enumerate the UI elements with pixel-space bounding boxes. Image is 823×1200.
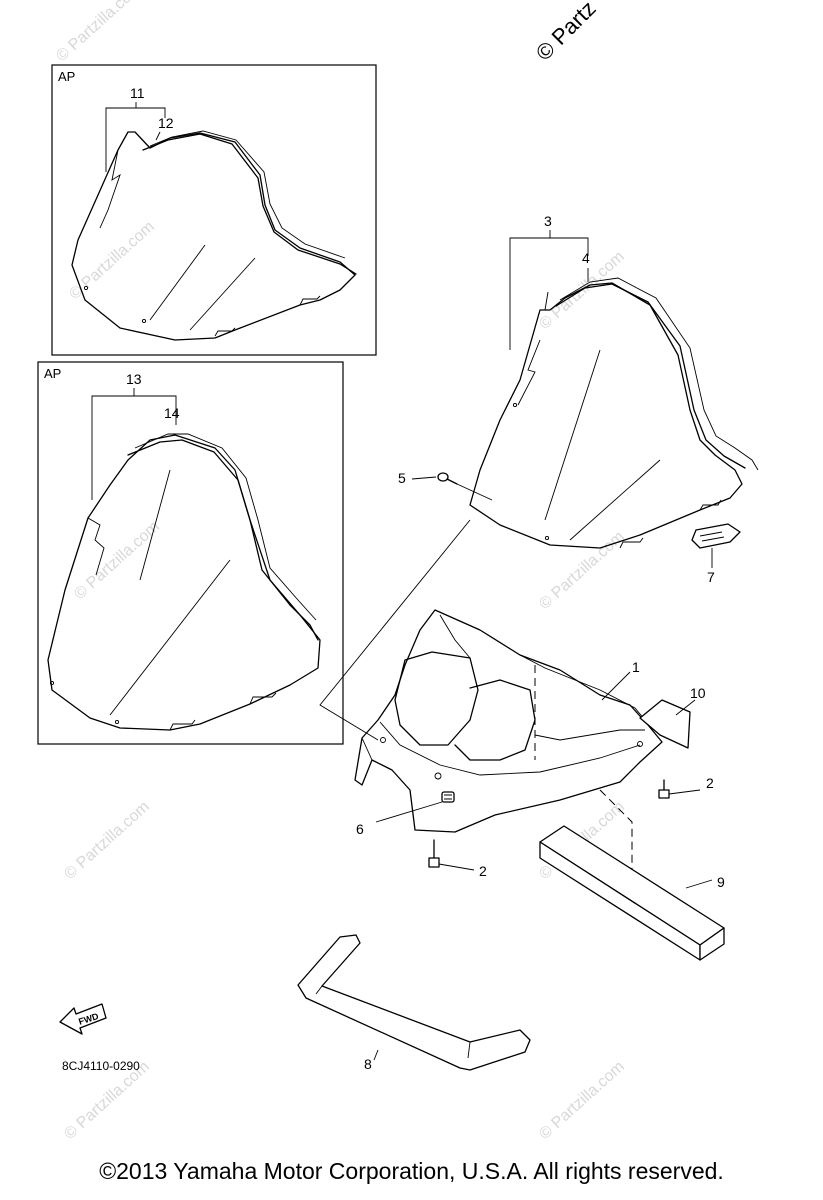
callout-9: 9 <box>717 874 725 890</box>
inset-frame <box>51 64 377 356</box>
windshield-optional-a <box>71 130 357 341</box>
callout-14: 14 <box>164 405 180 421</box>
corner-watermark: © Partz <box>531 0 601 66</box>
watermark-layer: © Partzilla.com © Partzilla.com © Partzi… <box>53 0 627 1143</box>
callout-11: 11 <box>130 85 145 101</box>
windshield-main <box>469 277 759 549</box>
cowl-1 <box>354 609 663 833</box>
watermark: © Partzilla.com <box>71 518 162 603</box>
callout-7: 7 <box>707 569 715 585</box>
callout-2a: 2 <box>706 775 714 791</box>
foam-block-9 <box>539 825 725 961</box>
pad-10 <box>639 699 691 749</box>
leader-line <box>668 789 701 795</box>
watermark: © Partzilla.com <box>66 218 157 303</box>
leader-line <box>155 131 161 141</box>
leader-line <box>685 879 713 889</box>
copyright-notice: ©2013 Yamaha Motor Corporation, U.S.A. A… <box>99 1158 724 1184</box>
callout-5: 5 <box>398 470 406 486</box>
watermark: © Partzilla.com <box>61 798 152 883</box>
bolt-2a <box>658 779 670 799</box>
callout-4: 4 <box>582 250 590 266</box>
inset-box-1: AP 11 12 <box>51 64 377 356</box>
inset-box-2: AP 13 14 <box>37 361 344 745</box>
leader-line <box>675 699 696 716</box>
leader-bracket <box>509 237 589 350</box>
callout-3: 3 <box>544 213 552 229</box>
watermark: © Partzilla.com <box>53 0 144 65</box>
callout-10: 10 <box>690 685 706 701</box>
callout-8: 8 <box>364 1056 372 1072</box>
windshield-optional-b <box>47 433 321 731</box>
inset-frame <box>37 361 344 745</box>
inset-tag: AP <box>44 366 61 381</box>
leader-line <box>438 863 475 871</box>
assembly-guide-line <box>319 519 471 741</box>
clip-7 <box>691 523 741 549</box>
bolt-2b <box>428 839 440 868</box>
watermark: © Partzilla.com <box>536 528 627 613</box>
leader-line <box>375 801 443 823</box>
callout-2b: 2 <box>479 863 487 879</box>
watermark: © Partzilla.com <box>536 1058 627 1143</box>
diagram-code: 8CJ4110-0290 <box>62 1059 140 1073</box>
callout-6: 6 <box>356 821 364 837</box>
fwd-arrow-icon: FWD <box>59 1003 107 1035</box>
leader-line <box>411 476 437 480</box>
inset-tag: AP <box>58 69 75 84</box>
nut-6 <box>441 791 455 803</box>
assembly-guide-line <box>599 789 633 875</box>
trim-strip-8 <box>297 934 531 1071</box>
leader-bracket <box>105 107 166 172</box>
callout-1: 1 <box>632 659 640 675</box>
callout-12: 12 <box>158 115 174 131</box>
callout-13: 13 <box>126 371 142 387</box>
leader-line <box>601 671 631 701</box>
leader-line <box>373 1049 379 1061</box>
screw-5 <box>437 472 493 501</box>
